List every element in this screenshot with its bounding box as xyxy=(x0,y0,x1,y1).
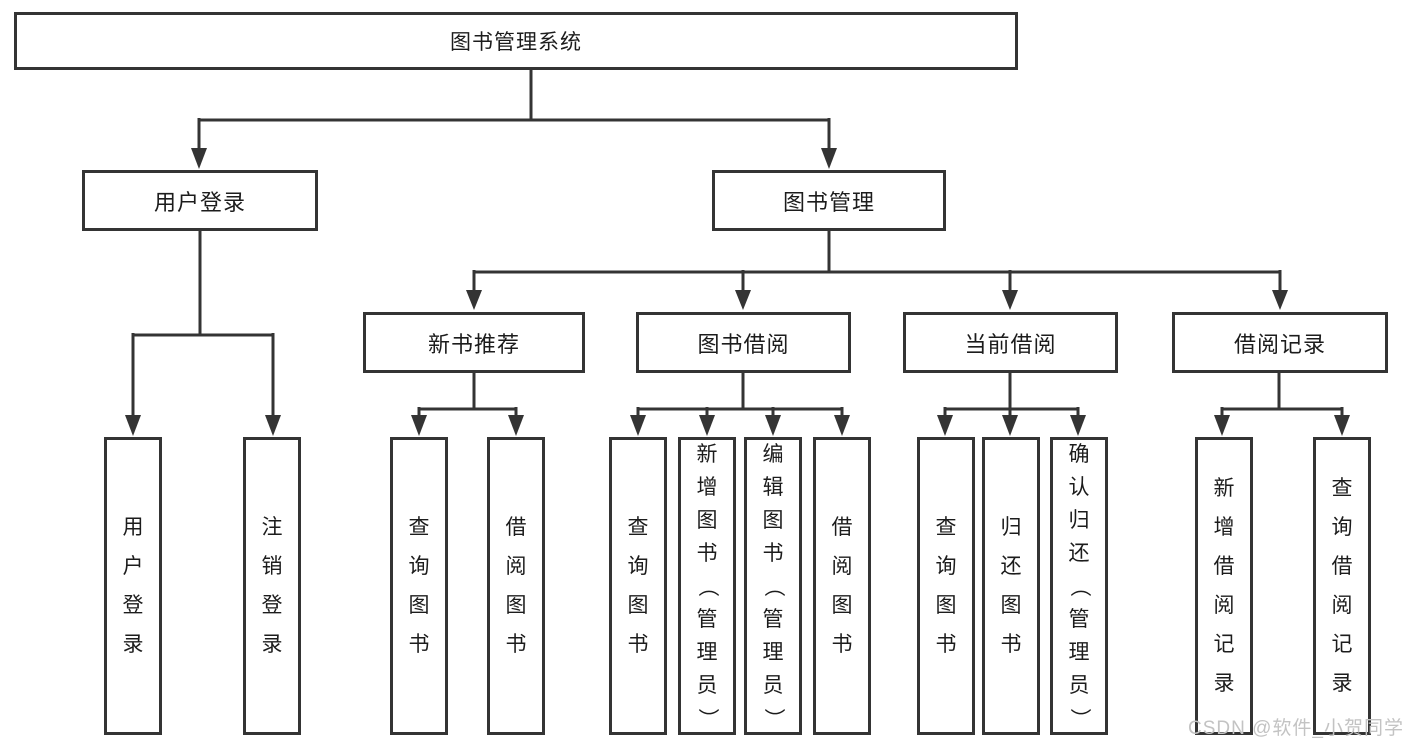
leaf-return-books: 归还图书 xyxy=(982,437,1040,735)
node-label: 确认归还（管理员） xyxy=(1067,442,1091,729)
leaf-add-borrow-record: 新增借阅记录 xyxy=(1195,437,1253,735)
node-label: 图书管理 xyxy=(782,189,875,215)
watermark: CSDN @软件_小贺同学 xyxy=(1188,718,1404,739)
node-label: 归还图书 xyxy=(1000,516,1022,656)
node-label: 借阅记录 xyxy=(1233,331,1326,357)
node-new-book-recommend: 新书推荐 xyxy=(363,312,585,373)
node-label: 注销登录 xyxy=(261,516,283,656)
leaf-borrow-books-recommend: 借阅图书 xyxy=(487,437,545,735)
node-book-borrow: 图书借阅 xyxy=(636,312,851,373)
node-book-management: 图书管理 xyxy=(712,170,946,231)
node-label: 新书推荐 xyxy=(427,331,520,357)
node-library-management-system: 图书管理系统 xyxy=(14,12,1018,70)
node-label: 用户登录 xyxy=(122,516,144,656)
node-label: 新增图书（管理员） xyxy=(695,442,719,729)
node-label: 新增借阅记录 xyxy=(1213,477,1235,695)
node-label: 查询图书 xyxy=(627,516,649,656)
node-label: 借阅图书 xyxy=(831,516,853,656)
node-label: 借阅图书 xyxy=(505,516,527,656)
node-current-borrow: 当前借阅 xyxy=(903,312,1118,373)
leaf-confirm-return-admin: 确认归还（管理员） xyxy=(1050,437,1108,735)
arrowhead-icons xyxy=(125,148,1350,436)
leaf-add-books-admin: 新增图书（管理员） xyxy=(678,437,736,735)
leaf-edit-books-admin: 编辑图书（管理员） xyxy=(744,437,802,735)
node-label: 查询借阅记录 xyxy=(1331,477,1353,695)
leaf-query-books-recommend: 查询图书 xyxy=(390,437,448,735)
node-label: 图书借阅 xyxy=(697,331,790,357)
leaf-logout: 注销登录 xyxy=(243,437,301,735)
leaf-borrow-books: 借阅图书 xyxy=(813,437,871,735)
node-label: 图书管理系统 xyxy=(450,31,582,54)
node-user-login: 用户登录 xyxy=(82,170,318,231)
node-label: 当前借阅 xyxy=(964,331,1057,357)
node-label: 查询图书 xyxy=(408,516,430,656)
leaf-query-books-current: 查询图书 xyxy=(917,437,975,735)
leaf-user-login: 用户登录 xyxy=(104,437,162,735)
leaf-query-borrow-record: 查询借阅记录 xyxy=(1313,437,1371,735)
node-label: 用户登录 xyxy=(153,189,246,215)
leaf-query-books-borrow: 查询图书 xyxy=(609,437,667,735)
node-borrow-records: 借阅记录 xyxy=(1172,312,1388,373)
node-label: 查询图书 xyxy=(935,516,957,656)
node-label: 编辑图书（管理员） xyxy=(761,442,785,729)
